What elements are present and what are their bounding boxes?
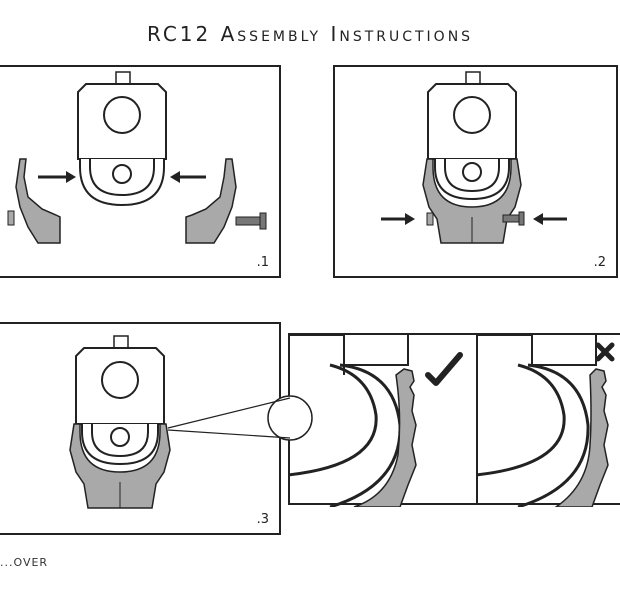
bolt: [235, 212, 267, 230]
step-2-number: .2: [593, 255, 606, 270]
clamp-inner-ring: [81, 424, 159, 466]
detail-correct-illustration: [290, 335, 463, 507]
mount-block: [77, 71, 167, 207]
step-1-number: .1: [256, 255, 269, 270]
detail-incorrect-panel: [476, 333, 620, 507]
mount-block: [75, 335, 165, 425]
page-title: RC12 Assembly Instructions: [146, 22, 474, 46]
step-1-illustration: [7, 71, 267, 244]
detail-incorrect-illustration: [478, 335, 615, 507]
arrow-right-icon: [38, 171, 76, 183]
detail-correct-panel: [288, 333, 480, 507]
step-3-number: .3: [256, 512, 269, 527]
clamp-left-half: [15, 158, 61, 244]
step-3-illustration: [69, 335, 171, 509]
clamp-assembled: [422, 158, 522, 244]
checkmark-icon: [425, 352, 463, 386]
bolt: [502, 211, 525, 226]
clamp-inner-ring: [434, 159, 510, 201]
brand-logo: ...OVER: [0, 556, 49, 569]
mount-block: [427, 71, 517, 160]
clamp-right-half: [185, 158, 237, 244]
arrow-right-icon: [381, 213, 415, 225]
clamp-assembled: [69, 423, 171, 509]
pin: [7, 210, 15, 226]
step-3-panel: .3: [0, 322, 281, 535]
cross-icon: [595, 342, 615, 362]
step-1-panel: .1: [0, 65, 281, 278]
arrow-left-icon: [170, 171, 206, 183]
step-2-illustration: [381, 71, 567, 244]
arrow-left-icon: [533, 213, 567, 225]
step-2-panel: .2: [333, 65, 618, 278]
pin: [426, 212, 434, 226]
